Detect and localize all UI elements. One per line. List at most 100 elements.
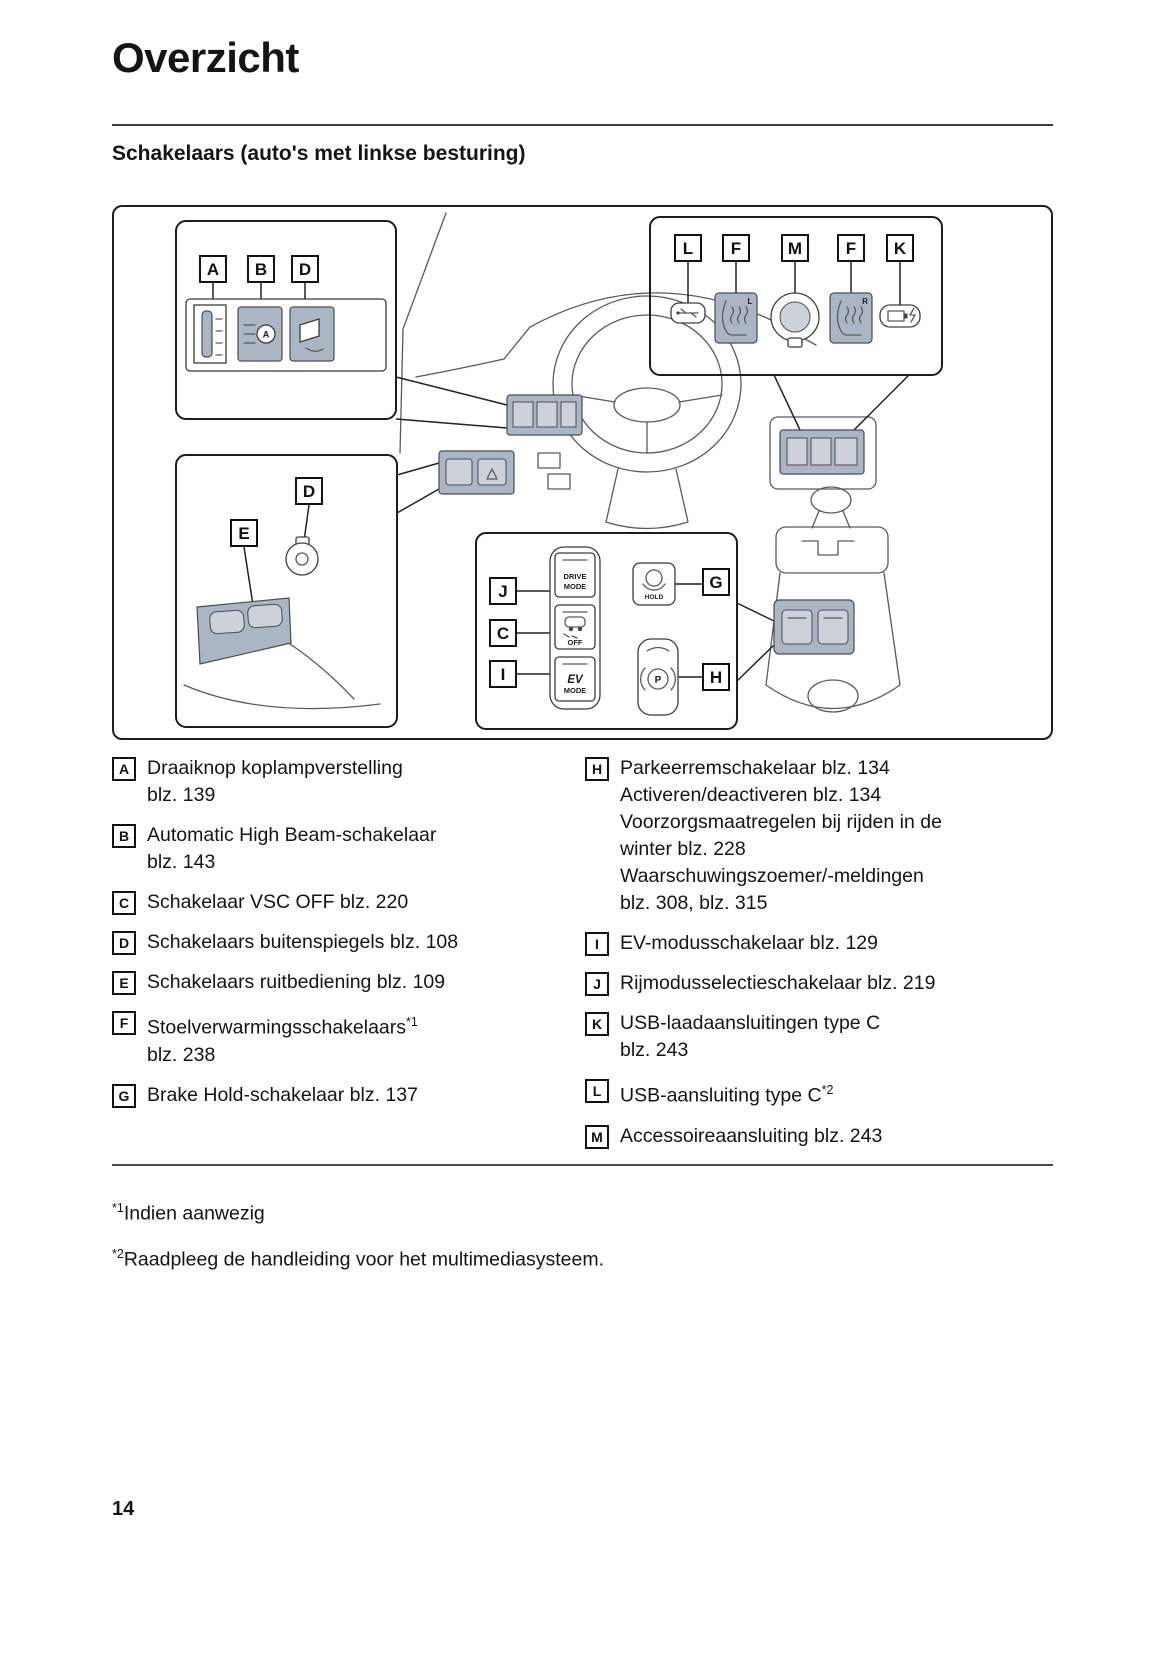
parking-brake-switch [637, 638, 679, 716]
callout-f-right: F [837, 234, 865, 262]
callout-e: E [230, 519, 258, 547]
footnotes: *1Indien aanwezig *2Raadpleeg de handleid… [112, 1196, 604, 1287]
legend-key-b: B [112, 824, 136, 848]
drive-label: DRIVE [564, 572, 587, 581]
legend-key-h: H [585, 757, 609, 781]
legend-item-g: G Brake Hold-schakelaar blz. 137 [112, 1082, 574, 1109]
gear-shifter-knob [810, 486, 852, 514]
callout-f-left: F [722, 234, 750, 262]
legend-item-d: D Schakelaars buitenspiegels blz. 108 [112, 929, 574, 956]
legend-text: EV-modusschakelaar blz. 129 [620, 932, 878, 954]
steering-wheel [552, 295, 742, 473]
page-title: Overzicht [112, 34, 299, 81]
ev-mode-button [554, 656, 596, 702]
callout-i: I [489, 660, 517, 688]
callout-b: B [247, 255, 275, 283]
title-divider [112, 124, 1053, 126]
ev-mode-label: MODE [564, 686, 587, 695]
callout-a: A [199, 255, 227, 283]
callout-c: C [489, 619, 517, 647]
leveling-dial-icon [201, 310, 213, 358]
legend-key-j: J [585, 972, 609, 996]
seat-heater-left-icon [714, 292, 758, 344]
car-interior-art [183, 212, 901, 713]
auto-highbeam-a-label: A [263, 330, 270, 340]
brake-hold-button [632, 562, 676, 606]
vsc-off-label: OFF [568, 638, 583, 647]
legend-key-l: L [585, 1079, 609, 1103]
legend-text: Schakelaars ruitbediening blz. 109 [147, 971, 446, 993]
legend-key-e: E [112, 971, 136, 995]
legend-item-l: L USB-aansluiting type C*2 [585, 1077, 1055, 1110]
legend-item-i: I EV-modusschakelaar blz. 129 [585, 930, 1055, 957]
callout-k: K [886, 234, 914, 262]
usb-charge-icon [879, 304, 921, 328]
legend-key-m: M [585, 1124, 609, 1149]
legend-key-g: G [112, 1083, 136, 1108]
window-switches [196, 597, 292, 665]
legend-text: USB-aansluiting type C*2 [620, 1083, 834, 1107]
footnote-marker: *2 [112, 1246, 124, 1261]
legend-key-k: K [585, 1012, 609, 1036]
headlight-switch-panel: A [185, 298, 387, 372]
seat-heater-right-icon [829, 292, 873, 344]
callout-d-top: D [291, 255, 319, 283]
drive-mode-button [554, 552, 596, 598]
legend-item-j: J Rijmodusselectieschakelaar blz. 219 [585, 970, 1055, 997]
legend-key-i: I [585, 932, 609, 956]
legend-key-a: A [112, 757, 136, 781]
center-stack-panel [779, 429, 865, 475]
legend-text: Accessoireaansluiting blz. 243 [620, 1124, 883, 1147]
callout-group-boxes [175, 216, 943, 730]
superscript: *2 [821, 1083, 834, 1097]
section-subtitle: Schakelaars (auto's met linkse besturing… [112, 142, 526, 165]
legend-text: Rijmodusselectieschakelaar blz. 219 [620, 972, 936, 994]
callout-j: J [489, 577, 517, 605]
superscript: *1 [406, 1015, 418, 1029]
footnote-divider [112, 1164, 1053, 1166]
callout-m: M [781, 234, 809, 262]
drive-mode-switch-bank [549, 546, 601, 710]
diagram-art: A [175, 212, 943, 730]
legend-item-e: E Schakelaars ruitbediening blz. 109 [112, 969, 574, 996]
callout-g: G [702, 568, 730, 596]
legend-item-m: M Accessoireaansluiting blz. 243 [585, 1123, 1055, 1150]
cup-holder [807, 679, 859, 713]
accessory-socket-icon [770, 292, 820, 348]
legend-text: Schakelaar VSC OFF blz. 220 [147, 891, 409, 913]
mirror-switch-dash-panel [438, 450, 515, 495]
dash-switch-panel [506, 394, 583, 436]
callout-h: H [702, 663, 730, 691]
drive-mode-label: MODE [564, 582, 587, 591]
callout-d-mid: D [295, 477, 323, 505]
callout-l: L [674, 234, 702, 262]
page-number: 14 [112, 1498, 135, 1520]
console-switch-panel [773, 599, 855, 655]
ev-label: EV [567, 674, 584, 686]
footnote-marker: *1 [112, 1201, 124, 1215]
legend-text: Brake Hold-schakelaar blz. 137 [147, 1083, 418, 1106]
hold-label: HOLD [645, 594, 664, 601]
legend-item-c: C Schakelaar VSC OFF blz. 220 [112, 889, 574, 916]
seat-left-letter: L [748, 297, 753, 306]
footnote: *2Raadpleeg de handleiding voor het mult… [112, 1246, 605, 1271]
switches-diagram: A [112, 205, 1053, 740]
parking-p-label: P [655, 675, 662, 686]
legend-text: Schakelaars buitenspiegels blz. 108 [147, 931, 459, 953]
pointer-lines [212, 262, 910, 682]
footnote: *1Indien aanwezig [112, 1201, 265, 1225]
legend-key-c: C [112, 891, 136, 915]
legend-key-d: D [112, 931, 136, 955]
seat-right-letter: R [862, 297, 868, 306]
